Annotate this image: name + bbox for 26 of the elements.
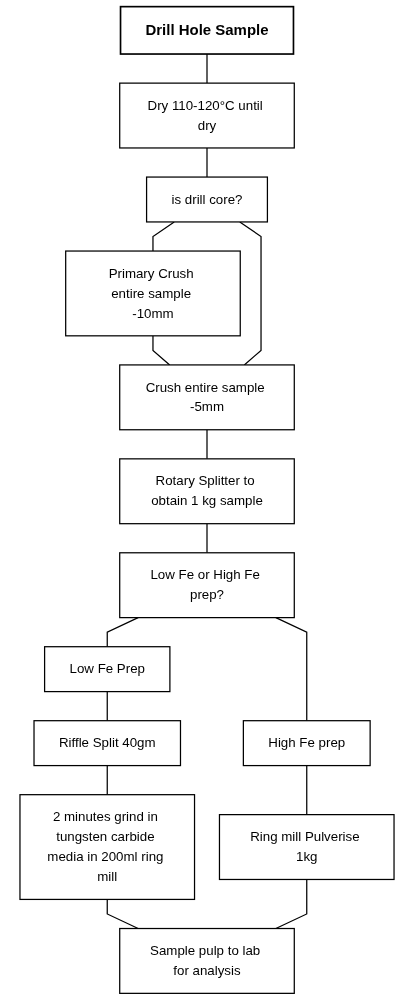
connector <box>206 429 208 460</box>
node-box: Riffle Split 40gm <box>33 720 182 767</box>
connector <box>152 335 171 366</box>
connector <box>206 523 208 554</box>
node-box: Sample pulp to lab for analysis <box>119 927 295 994</box>
connector <box>152 221 175 252</box>
connector <box>106 764 108 796</box>
node-box: Ring mill Pulverise 1kg <box>218 814 395 881</box>
connector <box>106 617 139 648</box>
node-box: High Fe prep <box>242 720 371 767</box>
node-box: Primary Crush entire sample -10mm <box>65 250 241 337</box>
connector <box>106 690 108 722</box>
node-box: 2 minutes grind in tungsten carbide media in 200ml ring mill <box>19 794 196 901</box>
node-box: Dry 110-120°C until dry <box>119 82 295 149</box>
node-box: Rotary Splitter to obtain 1 kg sample <box>119 458 295 525</box>
connector <box>275 617 308 722</box>
connector <box>106 898 139 930</box>
connector <box>239 221 262 366</box>
node-box: Crush entire sample -5mm <box>119 364 295 431</box>
node-box: Low Fe or High Fe prep? <box>119 552 295 619</box>
node-box: Low Fe Prep <box>44 646 171 693</box>
connector <box>206 53 208 84</box>
connector <box>306 764 308 816</box>
connector <box>206 147 208 178</box>
node-box: Drill Hole Sample <box>119 5 295 55</box>
node-box: is drill core? <box>145 176 269 223</box>
